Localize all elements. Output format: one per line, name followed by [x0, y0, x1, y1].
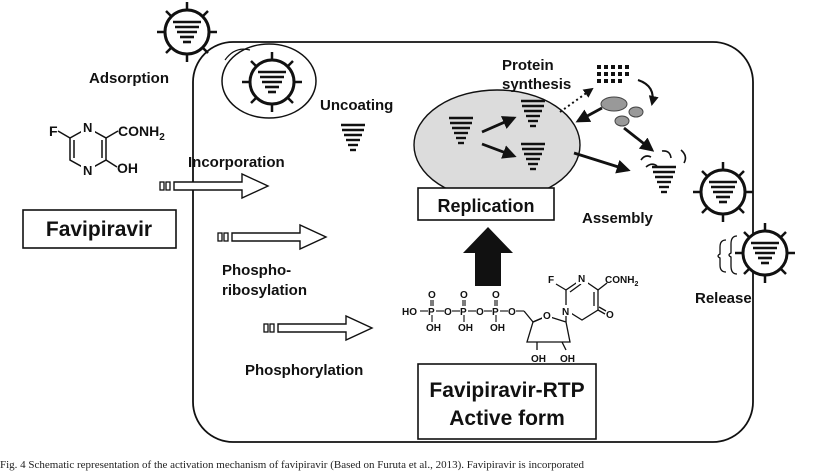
ribose-oh-2: OH [560, 354, 575, 365]
rtp-keto-oxygen-label: O [606, 310, 614, 321]
phosphoribosylation-label-line2: ribosylation [222, 282, 307, 299]
rtp-oh-bottom-2: OH [458, 323, 473, 334]
virus-icon [155, 0, 219, 64]
assembly-arrow-2 [573, 151, 631, 174]
assembly-arrow-1 [623, 126, 655, 152]
rtp-p-label-1: P [428, 307, 435, 318]
replication-box [417, 187, 555, 221]
released-virus-icon-2 [733, 221, 797, 285]
rtp-p-label-3: P [492, 307, 499, 318]
rtp-o-top-2: O [460, 290, 468, 301]
nitrogen-label-1: N [83, 120, 92, 135]
incorporation-label: Incorporation [188, 154, 285, 171]
protein-dots-icon [597, 65, 629, 83]
favipiravir-box [22, 209, 177, 249]
release-brace-2 [728, 235, 738, 275]
figure-caption: Fig. 4 Schematic representation of the a… [0, 459, 585, 471]
rtp-fluorine-label: F [548, 275, 554, 286]
rtp-o-top-1: O [428, 290, 436, 301]
rtp-nitrogen-label-2: N [562, 307, 569, 318]
rtp-o-top-3: O [492, 290, 500, 301]
released-virus-icon-1 [691, 160, 755, 224]
favipiravir-label: Favipiravir [46, 218, 152, 241]
carboxamide-label: CONH2 [118, 123, 165, 143]
activation-arrow [463, 227, 513, 286]
replication-arrow-1 [481, 116, 517, 134]
rtp-oh-bottom-1: OH [426, 323, 441, 334]
protein-blob-2 [628, 106, 644, 118]
adsorption-label: Adsorption [89, 70, 169, 87]
endosome-neck [224, 48, 251, 61]
endosome-virus-icon [240, 50, 304, 114]
capsid-fragment-1 [640, 155, 652, 161]
capsid-fragment-2 [661, 150, 672, 159]
active-form-label: Active form [449, 407, 565, 430]
rtp-carboxamide-label: CONH2 [605, 275, 638, 288]
rtp-p-label-2: P [460, 307, 467, 318]
rtp-o-label-2: O [476, 307, 484, 318]
protein-blob-3 [614, 115, 630, 127]
rtp-ho-label: HO [402, 307, 417, 318]
favipiravir-rtp-box [417, 363, 597, 440]
capsid-fragment-4 [645, 163, 658, 168]
ribose-oh-1: OH [531, 354, 546, 365]
favipiravir-rtp-label: Favipiravir-RTP [429, 379, 584, 402]
rtp-o-label-1: O [444, 307, 452, 318]
protein-blob-1 [600, 96, 628, 112]
phosphoribosylation-label-line1: Phospho- [222, 262, 291, 279]
replication-label: Replication [437, 196, 534, 216]
capsid-fragment-3 [680, 149, 687, 164]
nucleus [413, 89, 581, 201]
protein-synthesis-label-line1: Protein [502, 57, 554, 74]
favipiravir-rtp-structure: HO P O P O P O O O O OH OH OH O OH OH [402, 272, 638, 365]
phosphorylation-label: Phosphorylation [245, 362, 363, 379]
release-brace-1 [717, 239, 727, 273]
fluorine-label: F [49, 123, 58, 139]
protein-synthesis-arrow [559, 87, 594, 113]
nitrogen-label-2: N [83, 163, 92, 178]
release-label: Release [695, 290, 752, 307]
protein-to-nucleus-arrow [575, 106, 603, 123]
replication-arrow-2 [481, 142, 517, 159]
hydroxyl-label: OH [117, 160, 138, 176]
favipiravir-structure: F N N CONH2 OH [49, 120, 165, 178]
rtp-nitrogen-label-1: N [578, 274, 585, 285]
assembly-label: Assembly [582, 210, 654, 227]
curved-arrow [637, 79, 659, 106]
protein-synthesis-label-line2: synthesis [502, 76, 571, 93]
uncoating-label: Uncoating [320, 97, 393, 114]
rtp-oh-bottom-3: OH [490, 323, 505, 334]
ribose-oxygen-label: O [543, 311, 551, 322]
rtp-o-label-3: O [508, 307, 516, 318]
